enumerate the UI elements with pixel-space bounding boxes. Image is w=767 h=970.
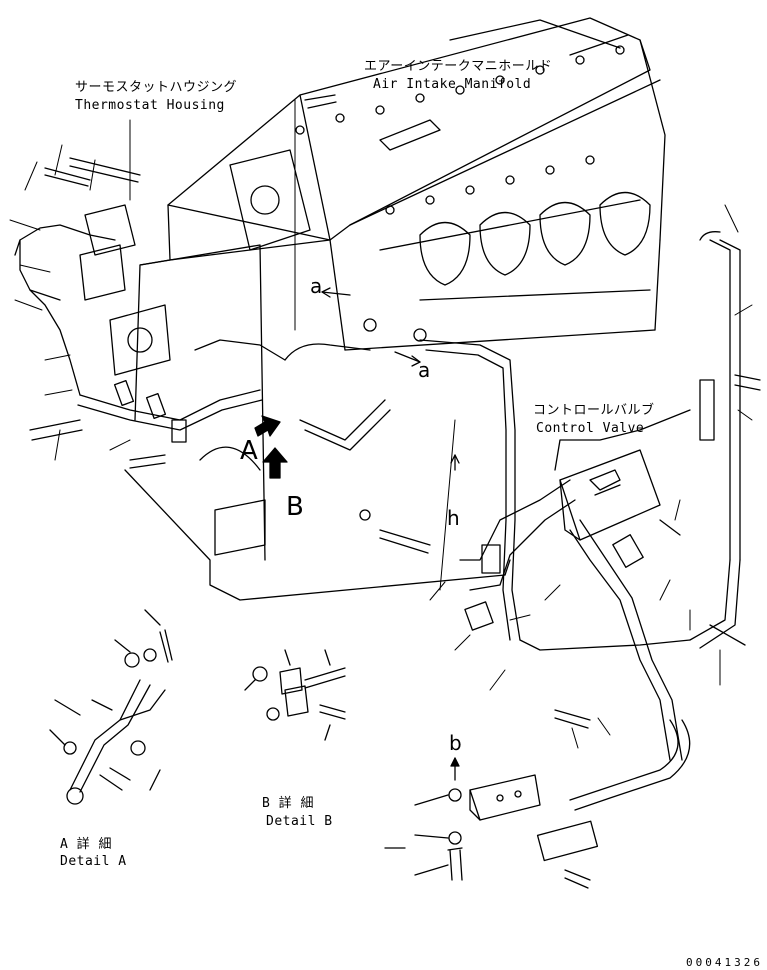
- leader-lines: [9, 99, 753, 749]
- callout-b: b: [449, 731, 462, 755]
- detail-b-drawing: [244, 649, 346, 741]
- drawing-number: 00041326: [686, 956, 763, 969]
- detail-a-label-en: Detail A: [60, 854, 127, 869]
- callout-detail-B: B: [286, 492, 304, 522]
- callout-h: h: [447, 506, 460, 530]
- callout-detail-A: A: [240, 436, 258, 466]
- detail-b-label-jp: B 詳 細: [262, 796, 314, 811]
- air-intake-manifold-label-en: Air Intake Manifold: [373, 77, 532, 92]
- control-valve-label-en: Control Valve: [536, 421, 645, 436]
- engine-block: [79, 17, 666, 601]
- arrows: [254, 287, 460, 781]
- clamps: [113, 379, 715, 862]
- thermostat-housing-label-en: Thermostat Housing: [75, 98, 225, 113]
- detail-b-label-en: Detail B: [266, 814, 333, 829]
- thermostat-housing-label-jp: サーモスタットハウジング: [75, 80, 238, 95]
- control-valve-label-jp: コントロールバルブ: [533, 403, 655, 418]
- wiring-harness: [14, 224, 741, 811]
- bracket-assembly: [384, 774, 541, 881]
- callout-a-lower: a: [418, 358, 431, 382]
- bolts: [29, 94, 761, 889]
- detail-a-drawing: [49, 609, 173, 805]
- control-valve: [559, 449, 661, 541]
- air-intake-manifold-label-jp: エアーインテークマニホールド: [364, 59, 553, 74]
- detail-a-label-jp: A 詳 細: [60, 837, 112, 852]
- callout-a-upper: a: [310, 274, 323, 298]
